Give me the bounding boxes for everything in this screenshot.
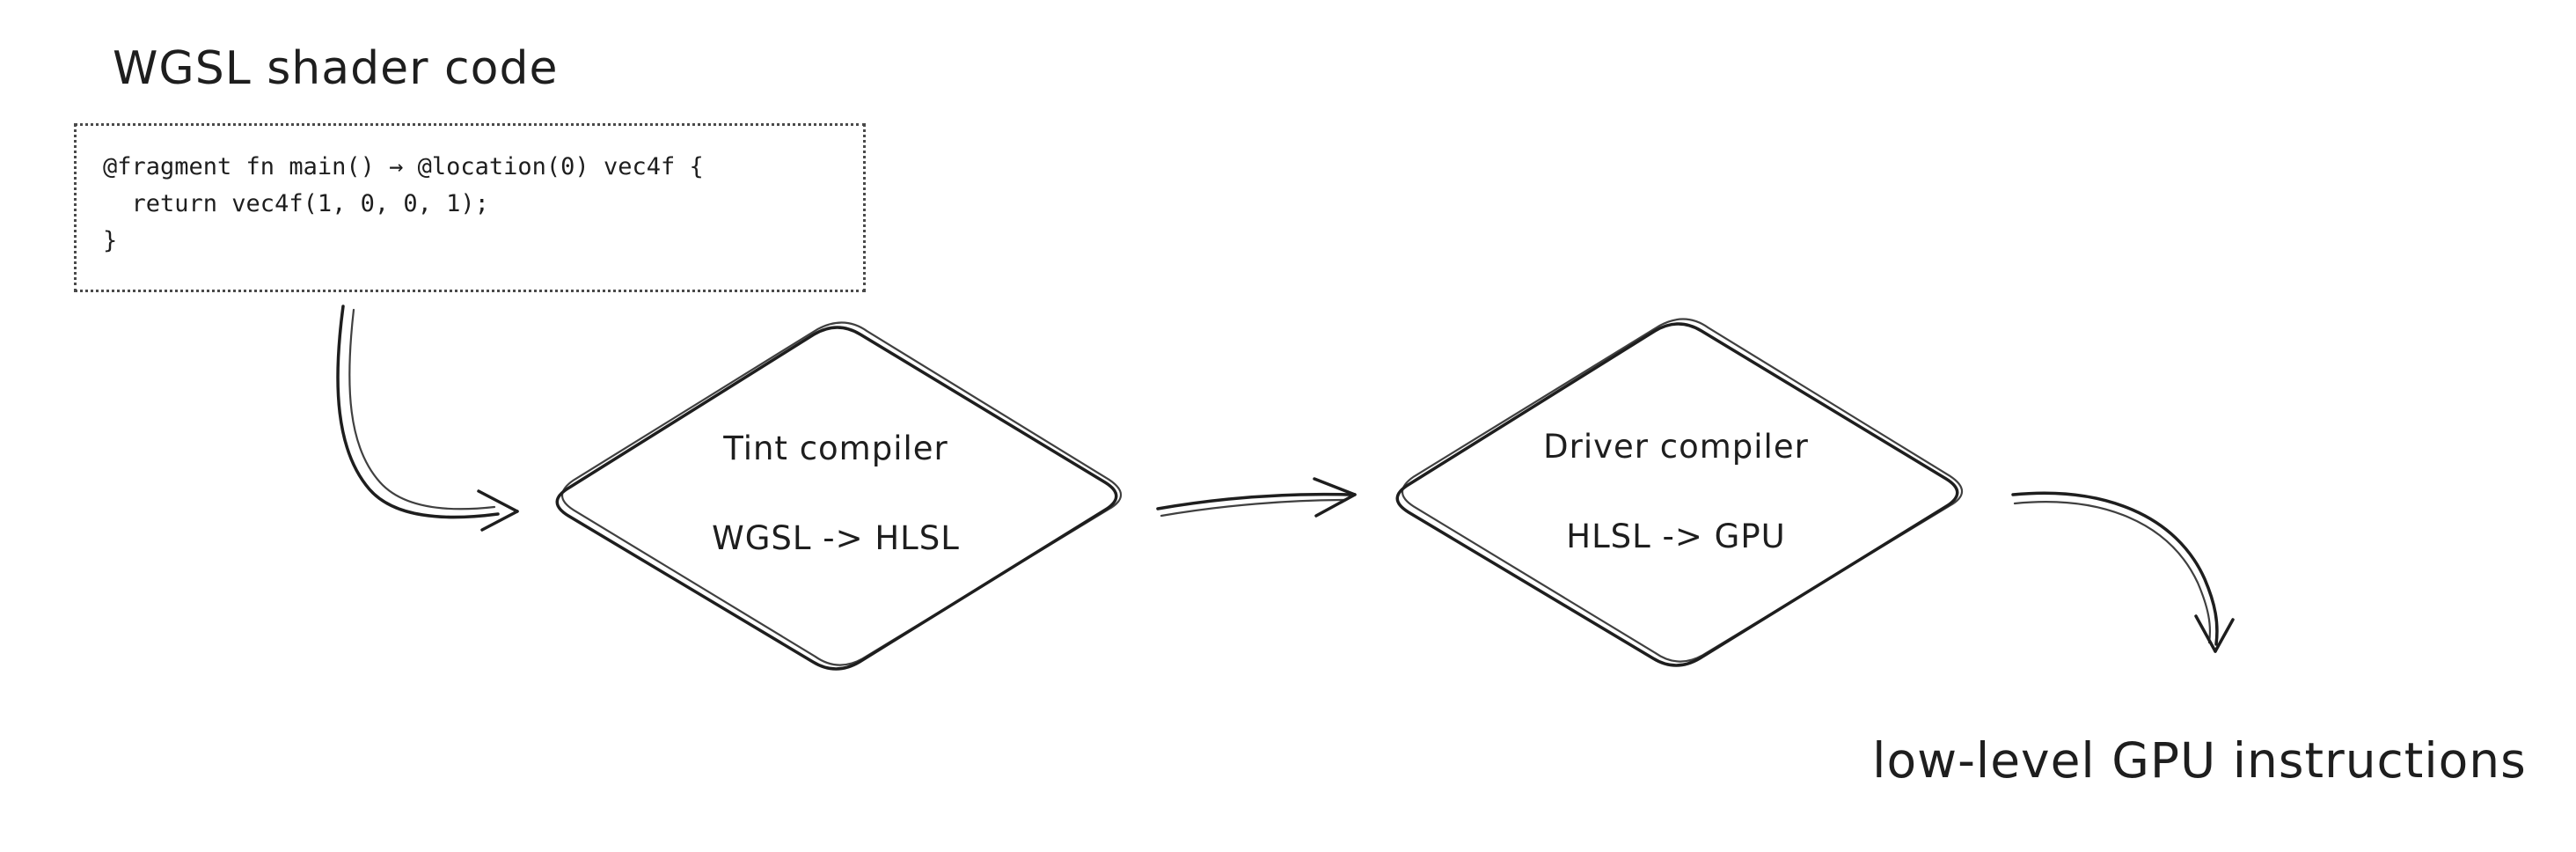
wgsl-code-box: @fragment fn main() → @location(0) vec4f…	[74, 123, 866, 292]
driver-compiler-sublabel: HLSL -> GPU	[1566, 518, 1786, 555]
arrow-code-to-tint	[336, 305, 519, 532]
output-label: low-level GPU instructions	[1872, 732, 2527, 789]
tint-compiler-sublabel: WGSL -> HLSL	[712, 519, 960, 557]
code-line: @fragment fn main() → @location(0) vec4f…	[103, 153, 704, 180]
tint-compiler-diamond	[555, 321, 1123, 671]
code-line: }	[103, 227, 118, 254]
driver-compiler-label: Driver compiler	[1543, 428, 1809, 466]
diagram-title: WGSL shader code	[113, 42, 559, 95]
driver-compiler-diamond	[1395, 318, 1964, 667]
code-line: return vec4f(1, 0, 0, 1);	[103, 190, 489, 217]
arrow-tint-to-driver	[1156, 477, 1357, 518]
arrow-driver-to-output	[2011, 491, 2235, 653]
tint-compiler-label: Tint compiler	[723, 430, 948, 467]
